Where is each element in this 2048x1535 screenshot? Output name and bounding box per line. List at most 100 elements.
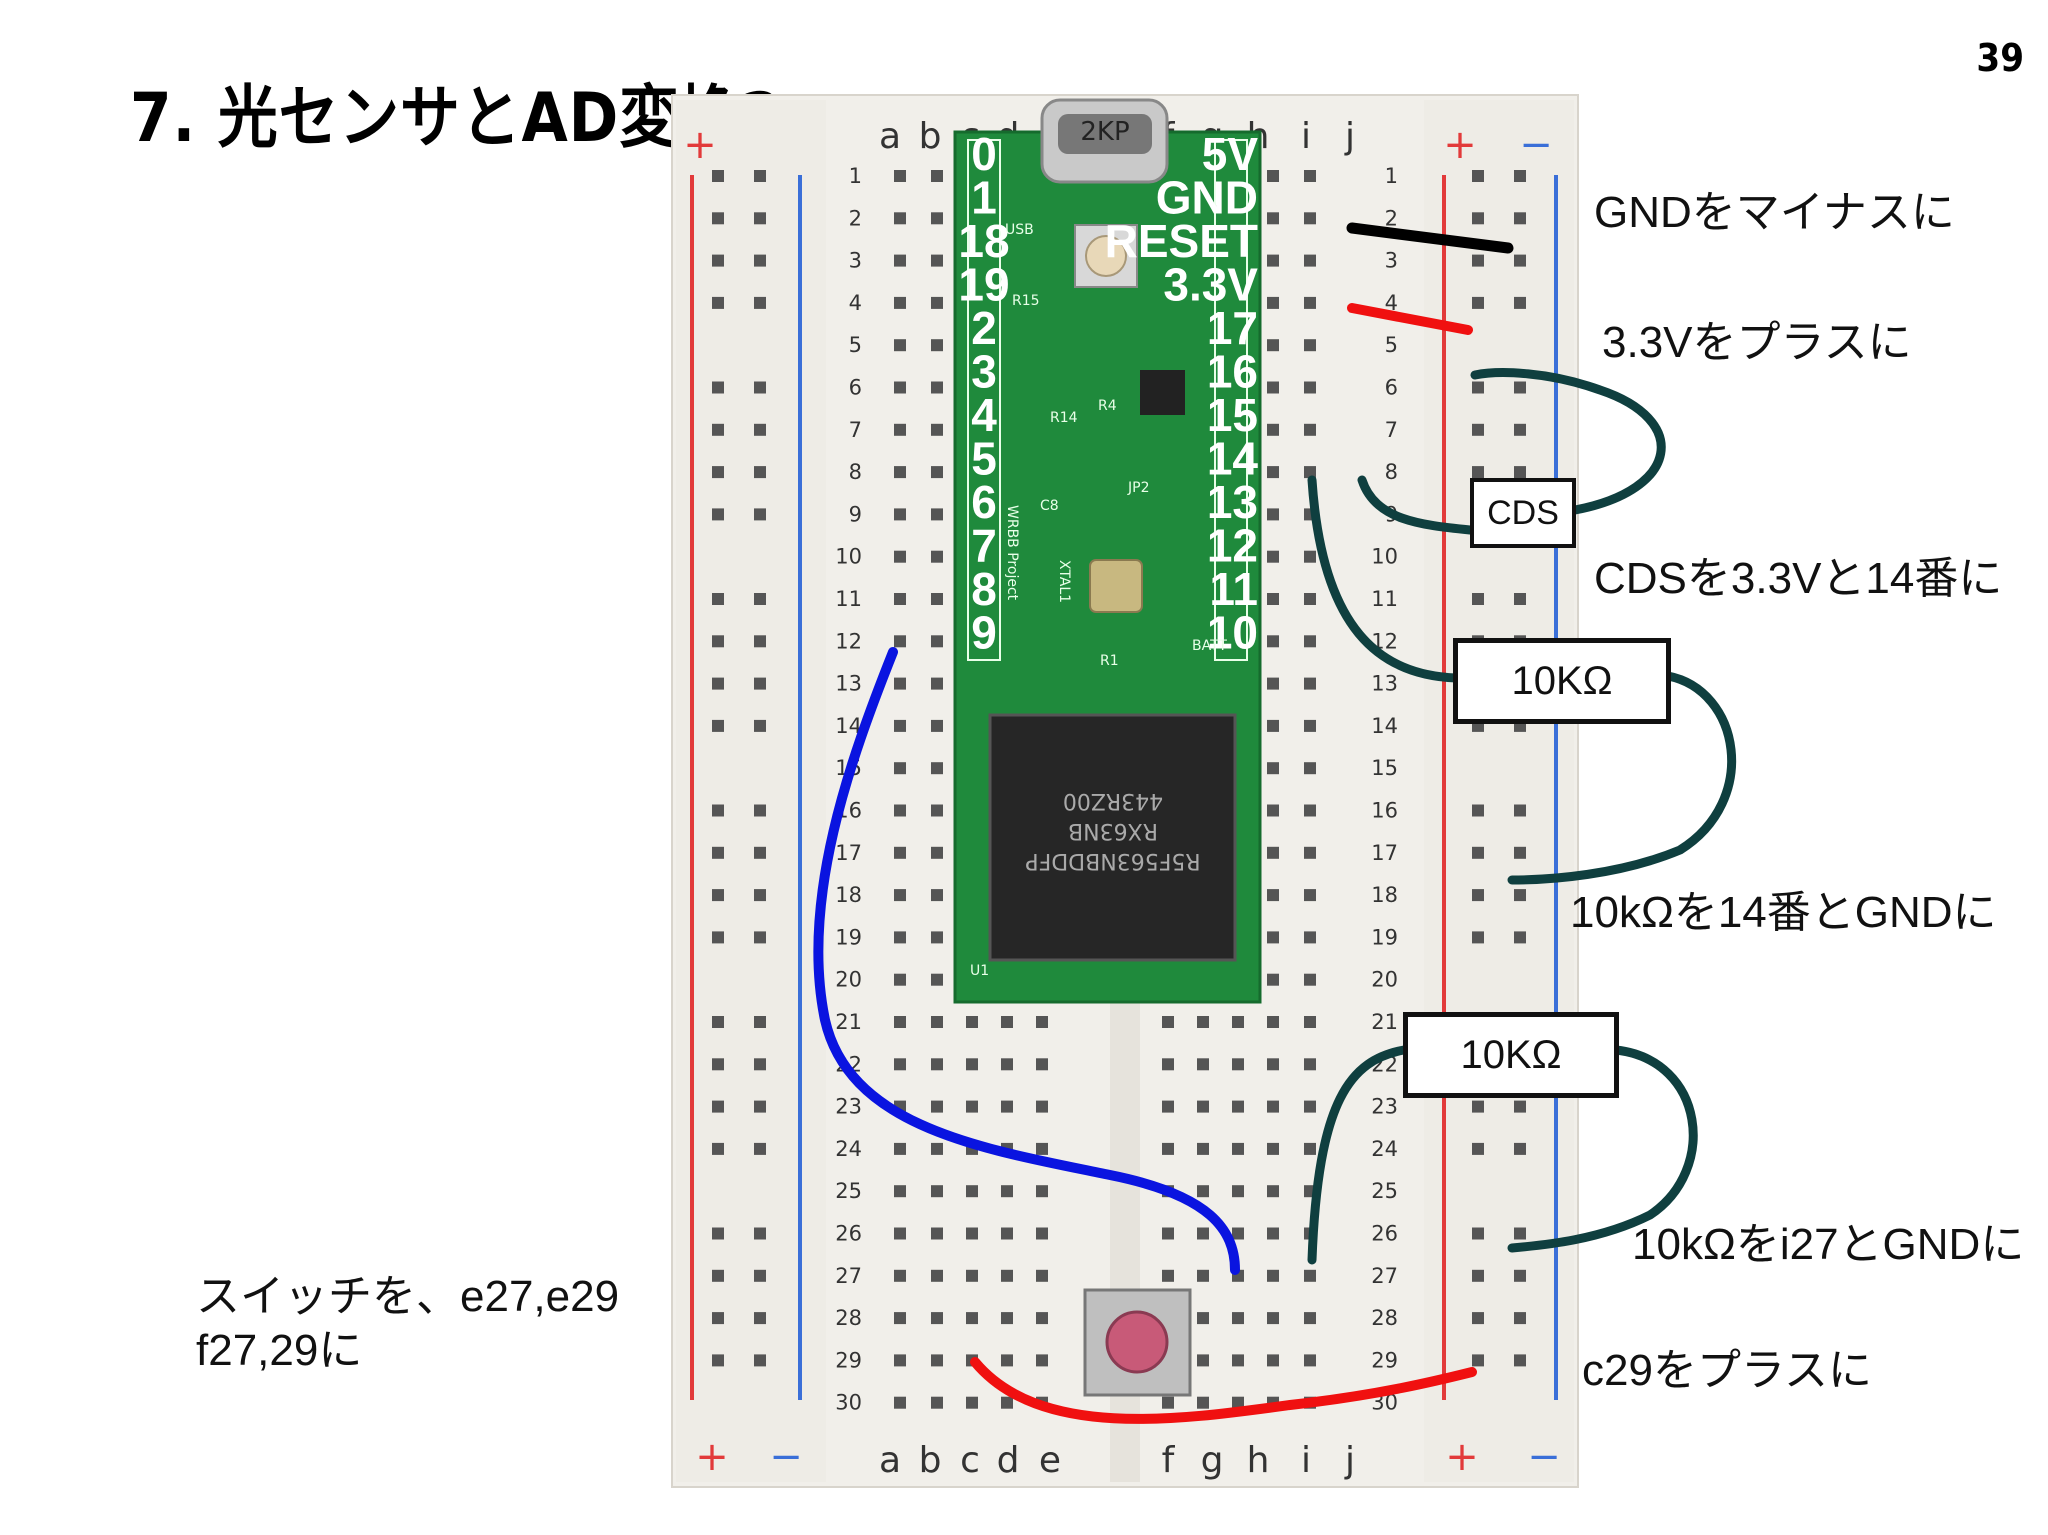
hole — [1036, 1227, 1048, 1240]
hole — [1304, 846, 1316, 859]
left-pin-label: 8 — [971, 563, 997, 615]
rail-hole — [1472, 170, 1484, 182]
hole — [1162, 1396, 1174, 1409]
row-label-right: 3 — [1385, 249, 1398, 273]
rail-hole — [1472, 593, 1484, 605]
rail-hole — [1514, 1269, 1526, 1282]
row-label-right: 19 — [1371, 925, 1398, 949]
hole — [1197, 1312, 1209, 1325]
rail-hole — [1472, 423, 1484, 436]
silk-xtal: XTAL1 — [1056, 560, 1072, 603]
column-label-bottom: j — [1344, 1440, 1355, 1481]
hole — [931, 423, 943, 436]
hole — [1304, 593, 1316, 605]
row-label-left: 19 — [835, 925, 862, 949]
hole — [966, 1185, 978, 1198]
row-label-right: 17 — [1371, 841, 1398, 865]
hole — [894, 170, 906, 182]
hole — [931, 677, 943, 690]
left-pin-label: 9 — [971, 607, 997, 659]
hole — [931, 550, 943, 563]
right-pin-label: GND — [1156, 172, 1258, 224]
hole — [1267, 254, 1279, 267]
row-label-right: 4 — [1385, 291, 1398, 315]
voltage-regulator — [1140, 370, 1185, 415]
hole — [894, 593, 906, 605]
rail-hole — [754, 1100, 766, 1113]
rail-hole — [754, 1227, 766, 1240]
hole — [1197, 1396, 1209, 1409]
rail-hole — [712, 1354, 724, 1367]
hole — [894, 1142, 906, 1155]
hole — [1267, 846, 1279, 859]
hole — [1267, 508, 1279, 521]
hole — [894, 1312, 906, 1325]
rail-plus-top-right: + — [1443, 122, 1477, 168]
hole — [1304, 339, 1316, 352]
rail-hole — [1472, 381, 1484, 394]
usb-port — [1058, 114, 1152, 154]
row-label-left: 29 — [835, 1348, 862, 1372]
hole — [1267, 466, 1279, 479]
left-pin-label: 2 — [971, 302, 997, 354]
right-pin-label: 17 — [1207, 302, 1258, 354]
rail-hole — [712, 1227, 724, 1240]
hole — [966, 1269, 978, 1282]
row-label-right: 5 — [1385, 333, 1398, 357]
hole — [1267, 719, 1279, 732]
cds-lead-right — [1470, 368, 1666, 515]
hole — [1267, 1354, 1279, 1367]
hole — [1304, 973, 1316, 986]
column-label-bottom: g — [1201, 1440, 1224, 1481]
hole — [931, 1100, 943, 1113]
rail-hole — [712, 423, 724, 436]
hole — [894, 296, 906, 309]
hole — [931, 508, 943, 521]
hole — [1267, 973, 1279, 986]
row-label-right: 18 — [1371, 883, 1398, 907]
row-label-left: 21 — [835, 1010, 862, 1034]
hole — [1197, 1100, 1209, 1113]
hole — [1001, 1396, 1013, 1409]
rail-hole — [1472, 1269, 1484, 1282]
rail-hole — [712, 804, 724, 817]
rail-hole — [712, 1100, 724, 1113]
row-label-right: 13 — [1371, 672, 1398, 696]
hole — [894, 931, 906, 944]
hole — [1036, 1100, 1048, 1113]
hole — [1267, 423, 1279, 436]
left-pin-label: 4 — [971, 389, 997, 441]
resistor1-box: 10KΩ — [1453, 638, 1671, 724]
rail-hole — [1472, 1354, 1484, 1367]
hole — [1267, 1185, 1279, 1198]
hole — [894, 635, 906, 648]
row-label-left: 30 — [835, 1391, 862, 1415]
silk-u1: U1 — [970, 963, 989, 979]
hole — [894, 381, 906, 394]
hole — [966, 1016, 978, 1028]
push-switch-body — [1083, 1288, 1192, 1397]
rail-hole — [754, 170, 766, 182]
resistor1-lead-right — [1507, 671, 1737, 885]
hole — [931, 973, 943, 986]
cds-lead-left — [1357, 475, 1475, 535]
row-label-left: 12 — [835, 629, 862, 653]
column-label-bottom: c — [960, 1440, 980, 1481]
rail-hole — [1514, 296, 1526, 309]
hole — [894, 1227, 906, 1240]
hole — [966, 1396, 978, 1409]
rail-hole — [754, 804, 766, 817]
row-label-right: 8 — [1385, 460, 1398, 484]
hole — [931, 296, 943, 309]
hole — [1304, 804, 1316, 817]
hole — [1304, 170, 1316, 182]
hole — [1267, 1312, 1279, 1325]
rail-hole — [1514, 846, 1526, 859]
hole — [894, 1058, 906, 1071]
row-label-left: 17 — [835, 841, 862, 865]
row-label-left: 20 — [835, 968, 862, 992]
hole — [1267, 593, 1279, 605]
silk-r14: R14 — [1050, 410, 1078, 426]
hole — [1036, 1142, 1048, 1155]
rail-hole — [1514, 1312, 1526, 1325]
